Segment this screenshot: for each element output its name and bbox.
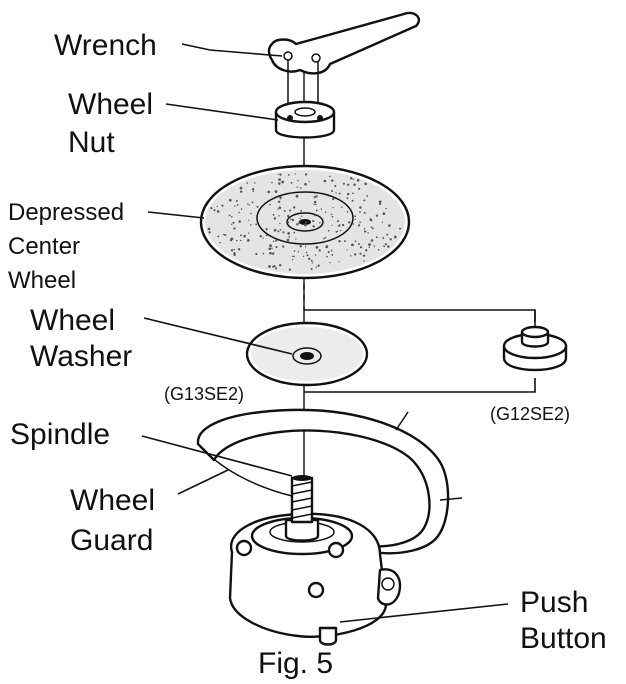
- label-spindle: Spindle: [10, 418, 110, 451]
- depressed-center-wheel-drawing: [199, 164, 411, 280]
- grinder-head-drawing: [228, 475, 402, 646]
- label-wheel-nut-line1: Wheel: [68, 88, 153, 121]
- label-g12se2: (G12SE2): [490, 404, 570, 424]
- figure-caption: Fig. 5: [258, 647, 333, 680]
- label-depressed-line1: Depressed: [8, 199, 124, 226]
- variant-bracket-top: [304, 309, 536, 322]
- label-g13se2: (G13SE2): [164, 384, 244, 404]
- g12se2-washer-drawing: [502, 310, 568, 372]
- depressed-wheel-leader: [147, 211, 205, 219]
- label-wheel-guard-line2: Guard: [70, 524, 153, 557]
- wheel-guard-leader: [177, 469, 229, 495]
- label-wheel-nut-line2: Nut: [68, 126, 115, 159]
- label-push-button-line1: Push: [520, 586, 588, 619]
- label-depressed-line2: Center: [8, 233, 80, 260]
- label-push-button-line2: Button: [520, 622, 607, 655]
- variant-bracket-bottom: [304, 378, 536, 393]
- label-depressed-line3: Wheel: [8, 267, 76, 294]
- label-wheel-washer-line1: Wheel: [30, 304, 115, 337]
- label-wheel-washer-line2: Washer: [30, 340, 132, 373]
- wheel-nut-drawing: [274, 100, 336, 139]
- wheel-nut-leader: [165, 103, 279, 121]
- push-button-leader: [339, 603, 509, 623]
- wrench-drawing: [267, 11, 421, 108]
- wrench-leader: [181, 43, 283, 57]
- label-wheel-guard-line1: Wheel: [70, 484, 155, 517]
- label-wrench: Wrench: [54, 29, 157, 62]
- spindle-leader: [141, 435, 293, 477]
- wheel-washer-leader: [143, 317, 293, 355]
- wheel-washer-drawing: [245, 321, 369, 387]
